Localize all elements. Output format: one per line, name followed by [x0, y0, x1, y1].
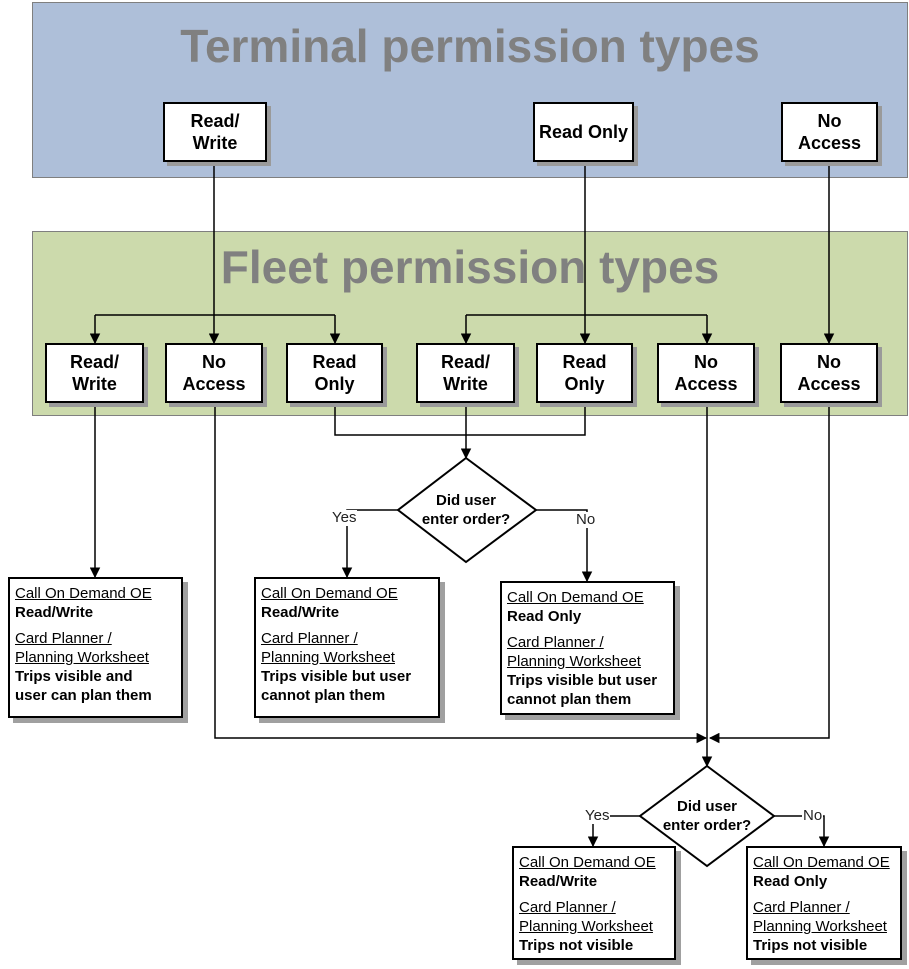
result-box-3: Call On Demand OE Read Only Card Planner… [500, 581, 675, 715]
result-5-call-on-demand: Call On Demand OE [753, 854, 890, 871]
result-3-access: Read Only [507, 608, 582, 625]
terminal-title: Terminal permission types [180, 20, 760, 72]
result-5-access: Read Only [753, 873, 828, 890]
fleet-title: Fleet permission types [220, 241, 720, 293]
fleet-no-access-box-3: No Access [780, 343, 878, 403]
decision-1-label: Did user enter order? [421, 492, 511, 528]
decision-2-label: Did user enter order? [662, 798, 752, 834]
fleet-read-write-box-2: Read/ Write [416, 343, 515, 403]
result-2-card-planner: Card Planner / Planning Worksheet [261, 630, 395, 666]
result-1-access: Read/Write [15, 604, 94, 621]
terminal-read-only-box: Read Only [533, 102, 634, 162]
result-2-call-on-demand: Call On Demand OE [261, 585, 398, 602]
result-2-trips: Trips visible but user cannot plan them [261, 668, 412, 704]
result-box-2: Call On Demand OE Read/Write Card Planne… [254, 577, 440, 718]
result-5-trips: Trips not visible [753, 937, 868, 954]
result-3-trips: Trips visible but user cannot plan them [507, 672, 658, 708]
fleet-read-only-box-2: Read Only [536, 343, 633, 403]
fleet-read-only-box-1: Read Only [286, 343, 383, 403]
decision-1-no: No [575, 511, 597, 528]
result-4-card-planner: Card Planner / Planning Worksheet [519, 899, 653, 935]
result-box-1: Call On Demand OE Read/Write Card Planne… [8, 577, 183, 718]
result-2-access: Read/Write [261, 604, 340, 621]
fleet-no-access-box-2: No Access [657, 343, 755, 403]
result-5-card-planner: Card Planner / Planning Worksheet [753, 899, 887, 935]
decision-2-no: No [802, 807, 824, 824]
decision-2-yes: Yes [584, 807, 611, 824]
terminal-read-write-box: Read/ Write [163, 102, 267, 162]
result-3-call-on-demand: Call On Demand OE [507, 589, 644, 606]
result-box-5: Call On Demand OE Read Only Card Planner… [746, 846, 902, 960]
result-box-4: Call On Demand OE Read/Write Card Planne… [512, 846, 676, 960]
fleet-permission-band: Fleet permission types [32, 231, 908, 416]
fleet-read-write-box-1: Read/ Write [45, 343, 144, 403]
result-1-card-planner: Card Planner / Planning Worksheet [15, 630, 149, 666]
result-1-trips: Trips visible and user can plan them [15, 668, 152, 704]
terminal-no-access-box: No Access [781, 102, 878, 162]
result-4-call-on-demand: Call On Demand OE [519, 854, 656, 871]
decision-1-yes: Yes [331, 509, 358, 526]
fleet-no-access-box-1: No Access [165, 343, 263, 403]
result-4-access: Read/Write [519, 873, 598, 890]
result-4-trips: Trips not visible [519, 937, 634, 954]
result-1-call-on-demand: Call On Demand OE [15, 585, 152, 602]
result-3-card-planner: Card Planner / Planning Worksheet [507, 634, 641, 670]
